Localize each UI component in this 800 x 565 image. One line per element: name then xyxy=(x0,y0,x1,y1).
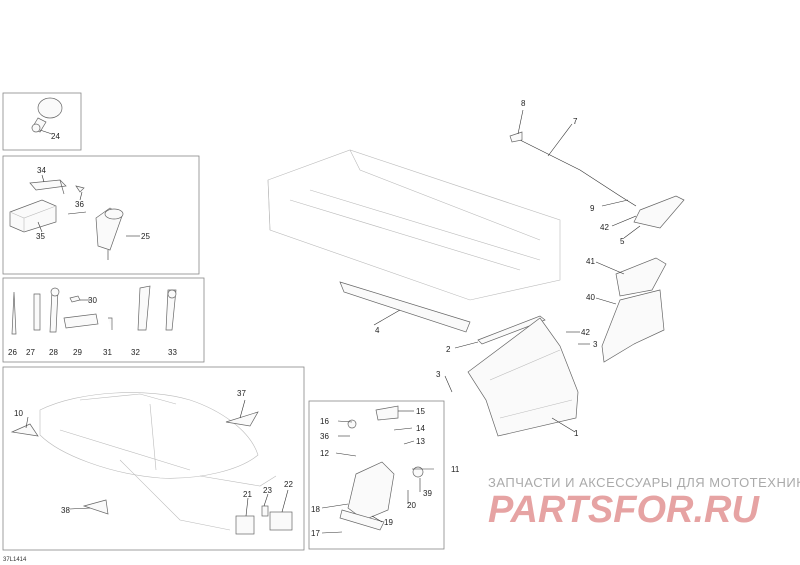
callout-21: 21 xyxy=(243,490,252,499)
callout-1: 1 xyxy=(574,429,579,438)
decal-part-37 xyxy=(225,411,259,427)
callout-30: 30 xyxy=(88,296,97,305)
callout-15: 15 xyxy=(416,407,425,416)
stiffener-part-4 xyxy=(339,281,471,333)
callout-40: 40 xyxy=(586,293,595,302)
callout-37: 37 xyxy=(237,389,246,398)
bracket-part-40 xyxy=(601,289,665,363)
callout-26: 26 xyxy=(8,348,17,357)
callout-5: 5 xyxy=(620,237,625,246)
bracket-part-34 xyxy=(29,179,67,195)
callout-39: 39 xyxy=(423,489,432,498)
callout-13: 13 xyxy=(416,437,425,446)
callout-36-storage: 36 xyxy=(75,200,84,209)
callout-28: 28 xyxy=(49,348,58,357)
callout-12: 12 xyxy=(320,449,329,458)
rail-part-2 xyxy=(477,315,546,345)
mirror-part xyxy=(31,97,63,133)
leader-lines xyxy=(25,109,641,534)
callout-10: 10 xyxy=(14,409,23,418)
decal-part-10 xyxy=(10,423,39,437)
callout-41: 41 xyxy=(586,257,595,266)
screw-part-36a xyxy=(75,185,85,193)
callout-14: 14 xyxy=(416,424,425,433)
callout-33: 33 xyxy=(168,348,177,357)
watermark-brand: PARTSFOR.RU xyxy=(488,489,760,531)
snowflap-part-1 xyxy=(467,317,579,437)
callout-38: 38 xyxy=(61,506,70,515)
tool-parts xyxy=(11,285,177,335)
fuel-can-part-25 xyxy=(95,207,124,260)
box-vehicle-decals xyxy=(2,366,305,551)
plate-part-22 xyxy=(269,511,293,531)
screw-part-23 xyxy=(261,505,269,517)
callout-8: 8 xyxy=(521,99,526,108)
callout-32: 32 xyxy=(131,348,140,357)
tunnel-outline xyxy=(267,149,561,301)
bag-part-35 xyxy=(9,199,57,233)
callout-29: 29 xyxy=(73,348,82,357)
harness-part-7 xyxy=(519,139,637,207)
callout-27: 27 xyxy=(26,348,35,357)
callout-34: 34 xyxy=(37,166,46,175)
box-mirror xyxy=(2,92,82,151)
callout-25: 25 xyxy=(141,232,150,241)
callout-7: 7 xyxy=(573,117,578,126)
callout-35: 35 xyxy=(36,232,45,241)
callout-20: 20 xyxy=(407,501,416,510)
callout-22: 22 xyxy=(284,480,293,489)
callout-3-right: 3 xyxy=(593,340,598,349)
watermark-tagline: ЗАПЧАСТИ И АКСЕССУАРЫ ДЛЯ МОТОТЕХНИКИ xyxy=(488,475,800,490)
snowmobile-outline xyxy=(39,392,277,531)
callout-24: 24 xyxy=(51,132,60,141)
callout-42-bottom: 42 xyxy=(581,328,590,337)
callout-3-left: 3 xyxy=(436,370,441,379)
callout-4: 4 xyxy=(375,326,380,335)
plate-part-21 xyxy=(235,515,255,535)
callout-11: 11 xyxy=(451,465,460,474)
callout-31: 31 xyxy=(103,348,112,357)
callout-2: 2 xyxy=(446,345,451,354)
callout-18: 18 xyxy=(311,505,320,514)
callout-16: 16 xyxy=(320,417,329,426)
box-storage-bag xyxy=(2,155,200,275)
callout-9: 9 xyxy=(590,204,595,213)
taillight-part-5 xyxy=(633,195,685,229)
box-license-bracket xyxy=(308,400,445,550)
callout-17: 17 xyxy=(311,529,320,538)
callout-19: 19 xyxy=(384,518,393,527)
callout-23: 23 xyxy=(263,486,272,495)
box-tool-kit xyxy=(2,277,205,363)
decal-part-38 xyxy=(82,499,109,515)
callout-42-top: 42 xyxy=(600,223,609,232)
connector-part-8 xyxy=(509,131,523,143)
callout-36-bracket: 36 xyxy=(320,432,329,441)
cover-part-41 xyxy=(615,257,667,297)
diagram-code: 37L1414 xyxy=(3,557,27,563)
license-bracket-part-12 xyxy=(339,405,424,531)
